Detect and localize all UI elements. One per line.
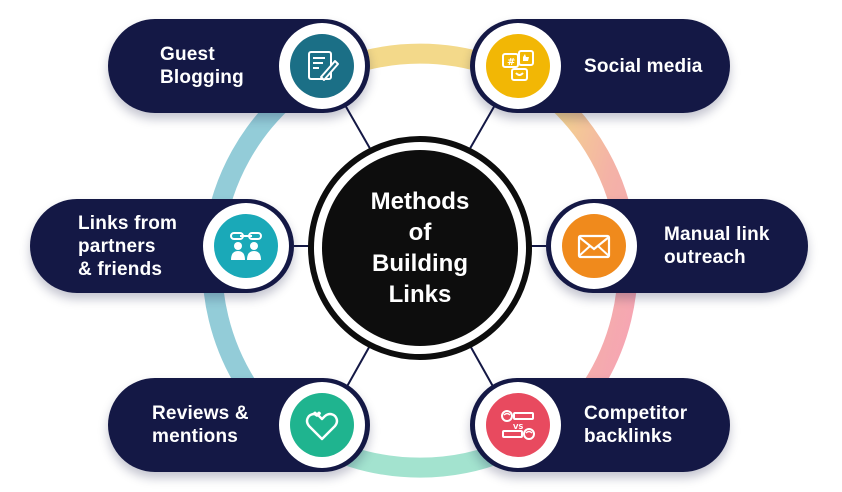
svg-text:VS: VS (513, 423, 523, 431)
center-hub: Methods of Building Links (297, 148, 543, 356)
icon-ring: VS (475, 382, 561, 468)
heart-icon (290, 393, 354, 457)
connector-guest (344, 104, 373, 153)
connector-comp (467, 341, 496, 391)
icon-ring (279, 382, 365, 468)
method-label: Guest Blogging (160, 44, 244, 88)
method-label: Competitor backlinks (584, 403, 688, 447)
icon-ring (551, 203, 637, 289)
icon-ring: # (475, 23, 561, 109)
connector-reviews (344, 341, 373, 391)
method-partner-links: Links from partners & friends (30, 199, 294, 293)
connector-social (467, 104, 496, 153)
partners-link-icon (214, 214, 278, 278)
center-title: Methods of Building Links (370, 188, 470, 308)
icon-ring (203, 203, 289, 289)
method-competitor-backlinks: VS Competitor backlinks (470, 378, 730, 472)
method-guest-blogging: Guest Blogging (108, 19, 370, 113)
pencil-note-icon (290, 34, 354, 98)
method-label: Reviews & mentions (152, 403, 249, 447)
method-label: Manual link outreach (664, 224, 770, 268)
envelope-icon (562, 214, 626, 278)
social-chat-icon: # (486, 34, 550, 98)
method-manual-outreach: Manual link outreach (546, 199, 808, 293)
method-label: Social media (584, 55, 703, 77)
icon-ring (279, 23, 365, 109)
center-circle (322, 150, 518, 346)
method-reviews-mentions: Reviews & mentions (108, 378, 370, 472)
svg-text:#: # (507, 57, 515, 68)
versus-users-icon: VS (486, 393, 550, 457)
method-social-media: # Social media (470, 19, 730, 113)
method-label: Links from partners & friends (78, 212, 178, 280)
